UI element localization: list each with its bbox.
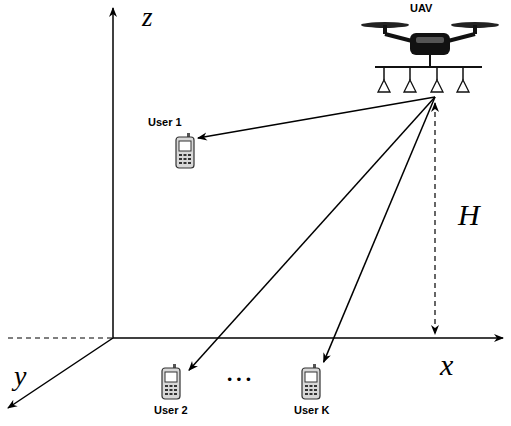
phone-icon: [174, 133, 196, 169]
uav-label: UAV: [410, 2, 432, 15]
user-label: User K: [294, 404, 329, 417]
user-label: User 2: [154, 404, 188, 417]
ellipsis: ···: [226, 368, 254, 390]
link-arrow: [189, 97, 435, 370]
phone-icon: [160, 364, 182, 400]
uav-drone: [350, 3, 500, 99]
phone-icon: [300, 364, 322, 400]
user-node: User 2: [154, 364, 188, 417]
axis-label: x: [440, 350, 453, 380]
axis-label: z: [142, 4, 153, 31]
user-node: User 1: [148, 116, 196, 169]
uav-node: UAV: [350, 3, 500, 99]
axis-label: y: [14, 362, 26, 390]
user-label: User 1: [148, 116, 196, 129]
user-node: User K: [294, 364, 329, 417]
dimension-label: H: [458, 200, 480, 230]
link-arrow: [324, 97, 435, 362]
link-arrow: [198, 97, 435, 138]
